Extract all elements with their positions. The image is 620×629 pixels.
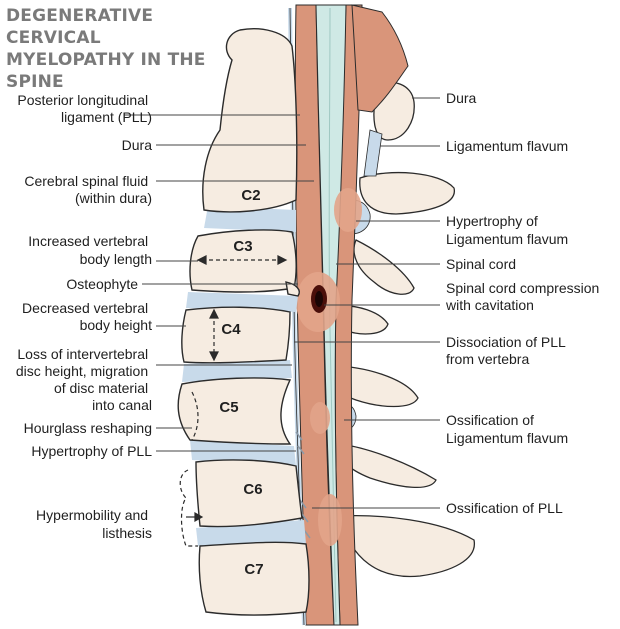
vertebra-label-c5: C5 xyxy=(219,399,238,416)
vertebra-label-c2: C2 xyxy=(241,187,260,204)
label-csf: Cerebral spinal fluid (within dura) xyxy=(24,173,152,206)
label-compression: Spinal cord compression with cavitation xyxy=(445,280,603,313)
intervertebral-discs xyxy=(182,206,306,546)
vertebra-c6-body xyxy=(195,459,303,528)
body-height-arrow xyxy=(209,308,219,362)
label-lf-ossification: Ossification of Ligamentum flavum xyxy=(446,412,568,446)
label-dura-right: Dura xyxy=(446,90,477,106)
vertebra-label-c3: C3 xyxy=(233,238,252,255)
label-pll: Posterior longitudinal ligament (PLL) xyxy=(17,92,152,125)
label-disc-height: Loss of intervertebral disc height, migr… xyxy=(16,346,152,413)
label-osteophyte: Osteophyte xyxy=(66,276,138,292)
label-pll-ossification: Ossification of PLL xyxy=(446,500,563,516)
label-hypermobility: Hypermobility and listhesis xyxy=(36,507,152,541)
vertebra-c7-body xyxy=(198,541,310,616)
label-lf-hypertrophy: Hypertrophy of Ligamentum flavum xyxy=(446,213,568,247)
label-pll-hypertrophy: Hypertrophy of PLL xyxy=(31,443,152,459)
dura-top-flare xyxy=(351,4,409,113)
leader-lines xyxy=(124,97,440,509)
spinous-process-6 xyxy=(338,443,437,489)
spinous-processes xyxy=(330,81,475,578)
title-line-2: MYELOPATHY IN THE SPINE xyxy=(6,50,206,92)
diagram-title: DEGENERATIVE CERVICAL MYELOPATHY IN THE … xyxy=(6,5,236,93)
vertebral-bodies xyxy=(177,28,310,616)
label-ligamentum-flavum: Ligamentum flavum xyxy=(446,138,568,154)
listhesis-outline xyxy=(179,469,198,547)
vertebra-label-c4: C4 xyxy=(221,321,241,338)
pll-ossification xyxy=(295,431,311,539)
label-spinal-cord: Spinal cord xyxy=(446,256,516,272)
label-body-height: Decreased vertebral body height xyxy=(22,300,152,333)
vertebra-label-c6: C6 xyxy=(243,481,262,498)
spinous-process-3 xyxy=(353,239,415,295)
vertebra-c5-body xyxy=(177,377,292,445)
label-pll-dissociation: Dissociation of PLL from vertebra xyxy=(446,334,569,367)
vertebra-c4-body xyxy=(181,306,291,364)
title-line-1: DEGENERATIVE CERVICAL xyxy=(6,6,154,48)
spinous-process-7 xyxy=(339,515,475,578)
hourglass-outline xyxy=(191,391,199,441)
osteophyte xyxy=(285,281,300,297)
body-length-arrow xyxy=(196,255,288,265)
label-hourglass: Hourglass reshaping xyxy=(24,420,152,436)
label-dura-left: Dura xyxy=(122,137,153,153)
vertebra-c2-body xyxy=(202,28,298,213)
label-body-length: Increased vertebral body length xyxy=(28,233,152,267)
vertebra-label-c7: C7 xyxy=(244,561,263,578)
listhesis-arrow xyxy=(186,511,204,523)
spinous-process-2 xyxy=(359,171,455,215)
dashed-outlines xyxy=(179,391,199,547)
